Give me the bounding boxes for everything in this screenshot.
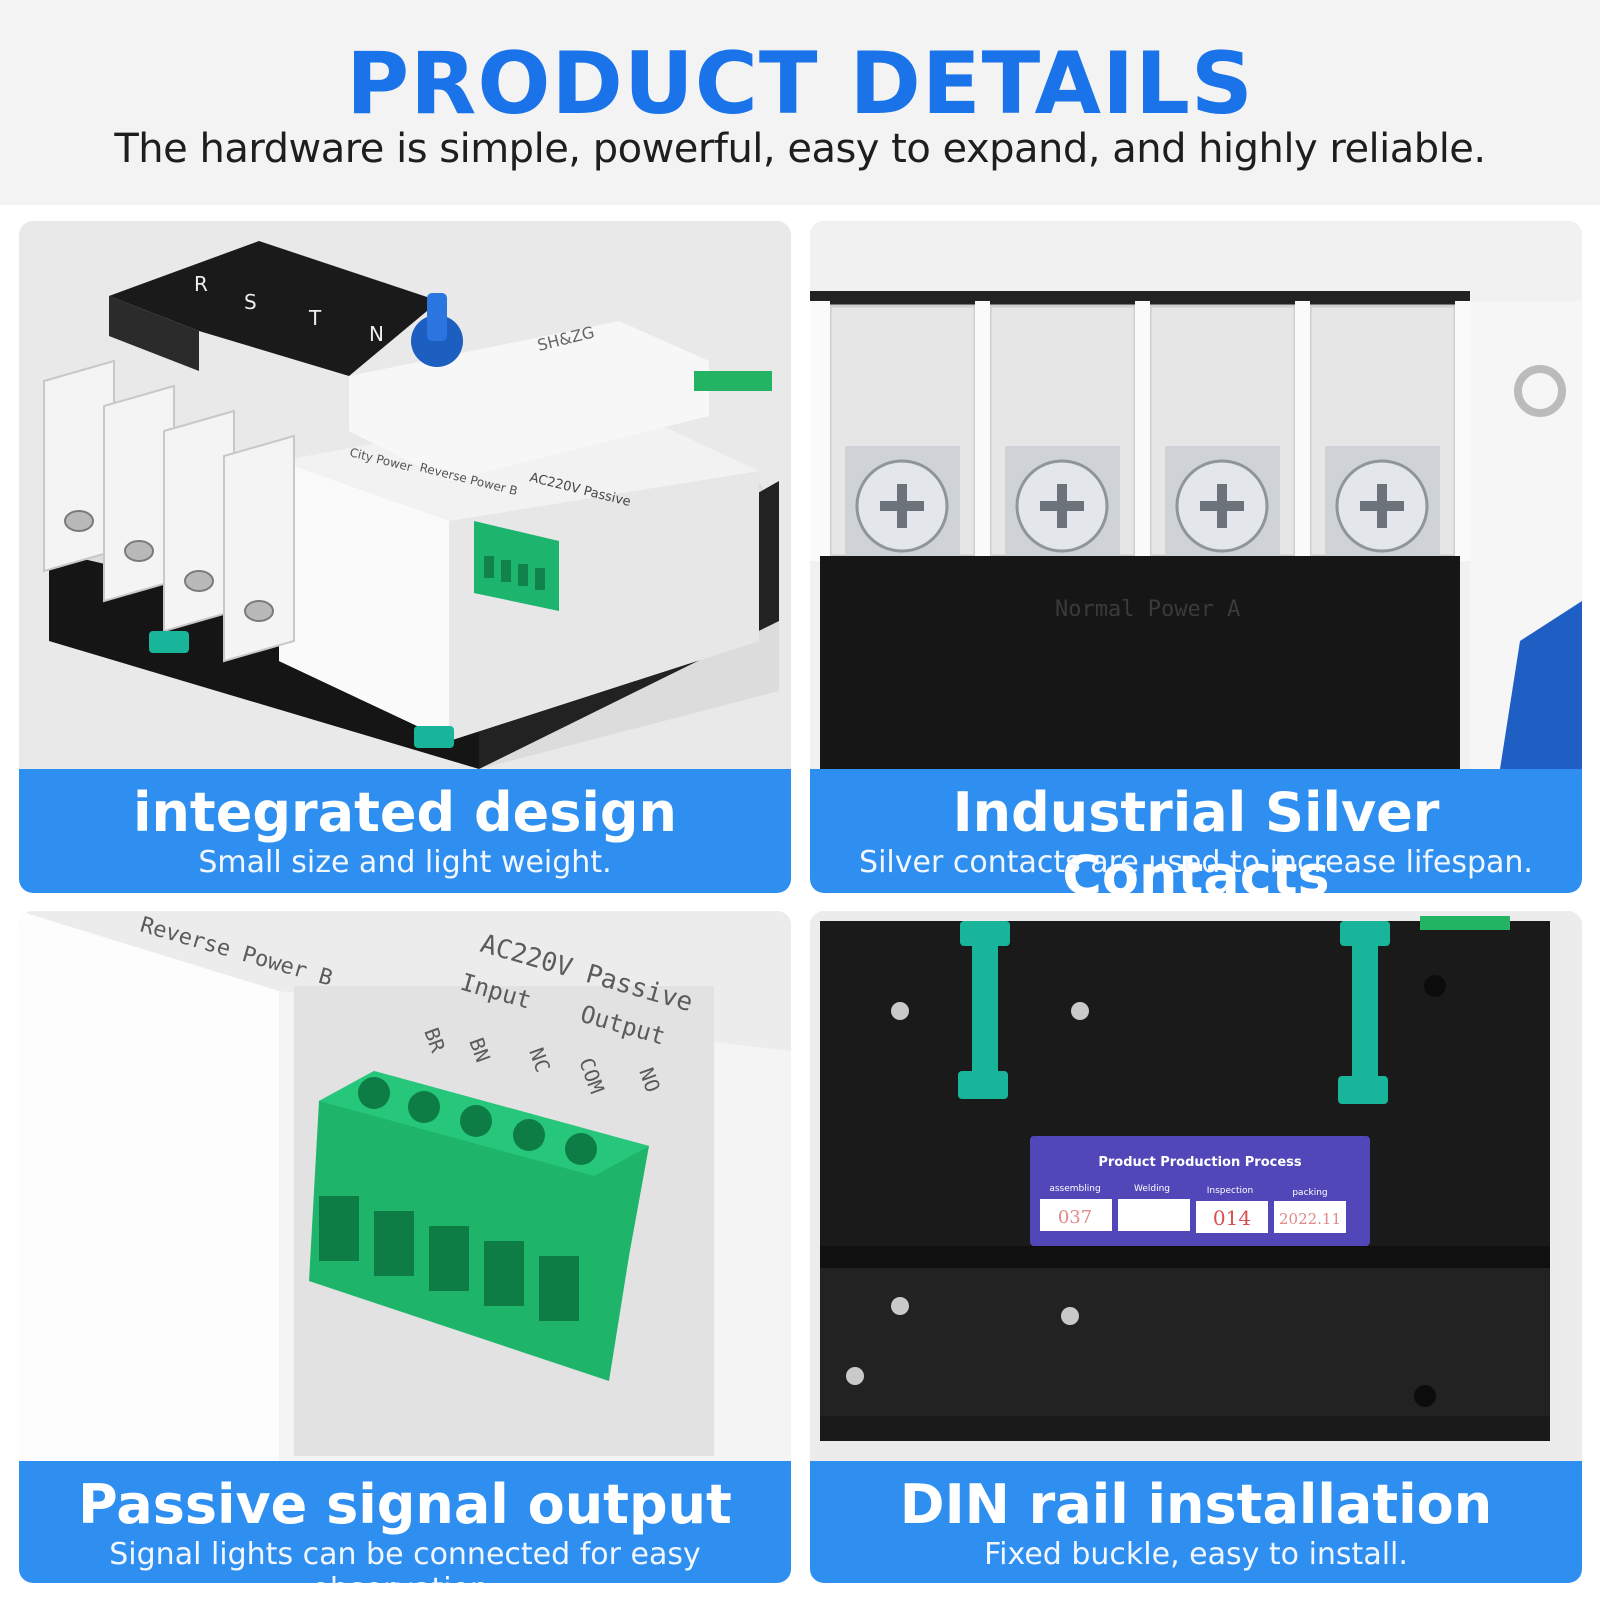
label-col-inspection: Inspection (1207, 1186, 1254, 1196)
feature-title: Passive signal output (78, 1473, 732, 1536)
label-val-inspection: 014 (1213, 1206, 1251, 1230)
signal-terminal-photo: Reverse Power B AC220V Passive Input Out… (19, 911, 791, 1461)
normal-power-label: Normal Power A (1055, 597, 1240, 622)
feature-panel-din-rail: Product Production Process assembling We… (810, 911, 1582, 1583)
label-val-assembling: 037 (1058, 1207, 1092, 1228)
feature-caption: Industrial Silver Contacts Silver contac… (810, 769, 1582, 893)
production-label-title: Product Production Process (1098, 1155, 1302, 1170)
din-rail-back-photo: Product Production Process assembling We… (810, 911, 1582, 1461)
label-col-packing: packing (1292, 1188, 1327, 1198)
label-col-welding: Welding (1134, 1184, 1170, 1194)
feature-panel-silver-contacts: Normal Power A Industrial Silver Contact… (810, 221, 1582, 893)
header: PRODUCT DETAILS The hardware is simple, … (0, 0, 1600, 205)
page-title: PRODUCT DETAILS (346, 34, 1254, 134)
silver-contacts-photo: Normal Power A (810, 221, 1582, 769)
feature-caption: DIN rail installation Fixed buckle, easy… (810, 1461, 1582, 1583)
feature-caption: integrated design Small size and light w… (19, 769, 791, 893)
din-rail-clips (958, 921, 1390, 1104)
phase-label-s: S (244, 290, 257, 314)
phase-label-t: T (308, 306, 322, 330)
phase-label-r: R (194, 272, 208, 296)
feature-subtitle: Silver contacts are used to increase lif… (859, 845, 1533, 880)
green-terminal-block (309, 1071, 649, 1381)
feature-title: Industrial Silver Contacts (952, 781, 1440, 893)
feature-title: DIN rail installation (899, 1473, 1493, 1536)
feature-subtitle: Small size and light weight. (198, 845, 612, 880)
phase-label-n: N (369, 322, 384, 346)
feature-panel-signal-output: Reverse Power B AC220V Passive Input Out… (19, 911, 791, 1583)
feature-subtitle: Signal lights can be connected for easy … (109, 1537, 701, 1583)
feature-panel-integrated-design: R S T N SH&ZG City Power Reverse Power B… (19, 221, 791, 893)
green-terminal-block (474, 521, 559, 611)
page-subtitle: The hardware is simple, powerful, easy t… (114, 126, 1486, 172)
feature-title: integrated design (132, 781, 678, 844)
label-col-assembling: assembling (1049, 1184, 1100, 1194)
switch-overview-photo: R S T N SH&ZG City Power Reverse Power B… (19, 221, 791, 769)
label-val-packing: 2022.11 (1279, 1210, 1341, 1228)
feature-subtitle: Fixed buckle, easy to install. (984, 1537, 1408, 1572)
feature-caption: Passive signal output Signal lights can … (19, 1461, 791, 1583)
